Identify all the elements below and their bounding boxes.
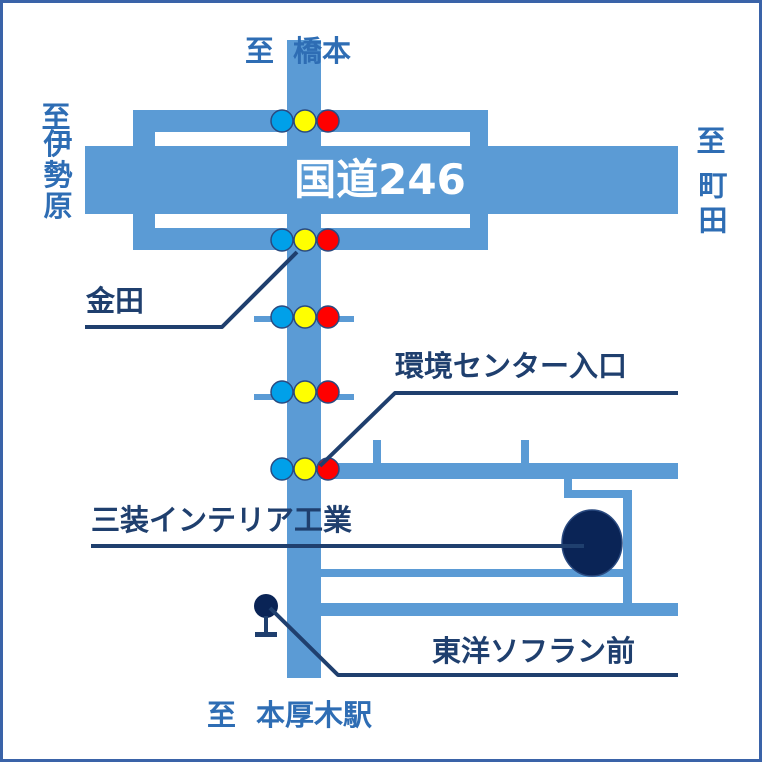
bus-stop-pole xyxy=(264,616,268,636)
light-yellow xyxy=(293,109,317,133)
destination-marker xyxy=(561,509,623,577)
bus-stop-base xyxy=(255,632,277,637)
light-red xyxy=(316,305,340,329)
factory-access-road-side xyxy=(623,490,632,608)
light-yellow xyxy=(293,305,317,329)
leader-line-environment-center xyxy=(318,391,678,468)
side-street-bottom xyxy=(321,603,678,616)
side-street-middle xyxy=(321,569,632,577)
bus-stop-icon xyxy=(254,594,278,637)
leader-lines xyxy=(85,250,678,677)
light-red xyxy=(316,457,340,481)
side-street-spur-right xyxy=(521,440,529,465)
side-street-spur-left xyxy=(373,440,381,465)
light-blue xyxy=(270,109,294,133)
south-prefix: 至 xyxy=(207,698,236,732)
label-environment-center: 環境センター入口 xyxy=(395,349,627,383)
leader-line-kaneda xyxy=(85,250,299,329)
label-kaneda: 金田 xyxy=(85,284,144,318)
north-prefix: 至 xyxy=(245,34,274,68)
light-red xyxy=(316,228,340,252)
light-blue xyxy=(270,228,294,252)
light-yellow xyxy=(293,380,317,404)
light-red xyxy=(316,380,340,404)
side-streets xyxy=(321,440,678,616)
south-destination: 本厚木駅 xyxy=(256,698,372,732)
light-blue xyxy=(270,457,294,481)
factory-access-spur xyxy=(564,479,572,497)
map-canvas: 国道246 至 橋本 至 本厚木駅 至 伊勢原 至 町田 金田 環境センター入口… xyxy=(39,34,728,732)
leader-line-toyo xyxy=(268,606,678,677)
north-destination: 橋本 xyxy=(293,34,351,68)
traffic-light-south-of-246 xyxy=(270,228,340,252)
west-prefix: 至 xyxy=(41,100,70,134)
route-246-label: 国道246 xyxy=(294,155,466,204)
light-blue xyxy=(270,305,294,329)
light-yellow xyxy=(293,457,317,481)
east-prefix: 至 xyxy=(696,124,725,158)
traffic-light-4 xyxy=(270,380,340,404)
light-red xyxy=(316,109,340,133)
route-246-road xyxy=(85,146,678,214)
label-sanso-interior: 三装インテリア工業 xyxy=(91,503,352,537)
light-blue xyxy=(270,380,294,404)
light-yellow xyxy=(293,228,317,252)
label-toyo-sofuran: 東洋ソフラン前 xyxy=(432,634,635,668)
traffic-light-3 xyxy=(270,305,340,329)
east-destination: 町田 xyxy=(694,170,728,240)
factory-access-road-top xyxy=(564,490,632,498)
side-street-top xyxy=(321,463,678,479)
traffic-light-north xyxy=(270,109,340,133)
main-north-south-road xyxy=(287,40,321,678)
west-destination: 伊勢原 xyxy=(39,128,74,221)
traffic-light-5 xyxy=(270,457,340,481)
